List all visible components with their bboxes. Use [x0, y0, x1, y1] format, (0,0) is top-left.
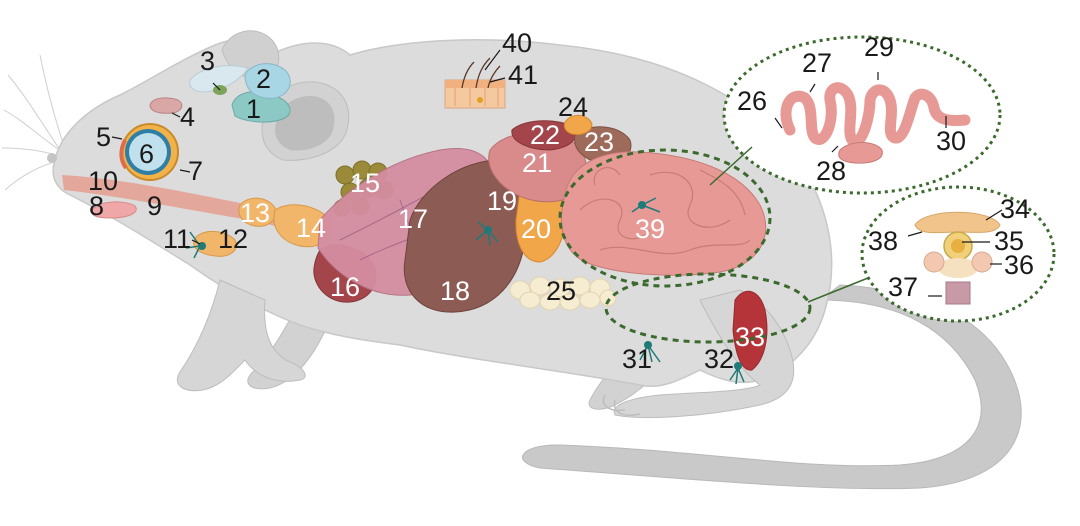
label-15: 15 — [350, 168, 380, 198]
label-2: 2 — [256, 64, 271, 94]
intestine-loops — [579, 167, 751, 255]
label-23: 23 — [584, 127, 614, 157]
label-33: 33 — [735, 322, 765, 352]
connector-intestine — [709, 146, 753, 186]
label-31: 31 — [622, 344, 652, 374]
label-19: 19 — [487, 186, 517, 216]
label-13: 13 — [240, 198, 270, 228]
label-20: 20 — [521, 214, 551, 244]
brain-region-2 — [244, 63, 291, 99]
label-4: 4 — [180, 102, 195, 132]
label-26: 26 — [737, 86, 767, 116]
vagus-nerve-19 — [475, 221, 499, 246]
label-5: 5 — [96, 122, 111, 152]
intestine-tube-zoom — [780, 82, 971, 148]
whiskers — [1, 54, 65, 191]
label-17: 17 — [398, 204, 428, 234]
label-38: 38 — [868, 226, 898, 256]
label-32: 32 — [704, 344, 734, 374]
label-36: 36 — [1004, 250, 1034, 280]
eye — [119, 123, 179, 181]
connector-pelvic — [807, 277, 869, 303]
muscle-33 — [732, 290, 768, 371]
label-8: 8 — [89, 191, 104, 221]
cecum-zoom — [838, 142, 883, 164]
label-14: 14 — [296, 213, 326, 243]
nose — [47, 153, 57, 163]
enteric-nerve-ganglion — [638, 201, 646, 209]
label-39: 39 — [635, 214, 665, 244]
label-10: 10 — [88, 166, 118, 196]
label-16: 16 — [330, 272, 360, 302]
label-40: 40 — [502, 28, 532, 58]
label-35: 35 — [994, 226, 1024, 256]
label-24: 24 — [558, 92, 588, 122]
highlight-pelvic-area — [604, 272, 812, 344]
label-27: 27 — [802, 48, 832, 78]
peripheral-nerve-ganglion — [644, 341, 652, 349]
brain-region-1 — [231, 91, 291, 123]
label-22: 22 — [530, 120, 560, 150]
reproductive-organs-zoom — [914, 211, 1001, 305]
hind-paw — [602, 394, 641, 416]
olfactory-bulb — [149, 97, 183, 114]
label-12: 12 — [218, 224, 248, 254]
label-6: 6 — [139, 139, 154, 169]
front-leg-front — [177, 279, 306, 392]
label-1: 1 — [246, 94, 261, 124]
tail — [522, 284, 1022, 490]
label-21: 21 — [522, 148, 552, 178]
spleen-22 — [511, 120, 577, 151]
label-18: 18 — [440, 276, 470, 306]
label-25: 25 — [546, 276, 576, 306]
tongue — [91, 201, 137, 219]
label-29: 29 — [864, 32, 894, 62]
label-11: 11 — [163, 224, 191, 254]
skin-sample — [444, 57, 506, 109]
label-34: 34 — [1000, 194, 1030, 224]
brain-region-cortex — [189, 65, 249, 93]
white-adipose-tissue — [509, 276, 617, 311]
label-41: 41 — [508, 60, 538, 90]
leader-lines — [111, 49, 1003, 297]
vagus-nerve-ganglion — [484, 226, 492, 234]
highlight-intestine-area — [558, 148, 772, 288]
label-30: 30 — [936, 126, 966, 156]
label-28: 28 — [816, 156, 846, 186]
thyroid — [238, 197, 277, 227]
sciatic-nerve-ganglion — [734, 362, 742, 370]
sciatic-nerve-32 — [729, 367, 745, 385]
label-3: 3 — [200, 46, 215, 76]
label-9: 9 — [147, 191, 162, 221]
label-7: 7 — [188, 156, 203, 186]
zoom-region-intestine — [722, 35, 1002, 195]
label-37: 37 — [888, 272, 918, 302]
adrenal-24 — [563, 115, 593, 135]
